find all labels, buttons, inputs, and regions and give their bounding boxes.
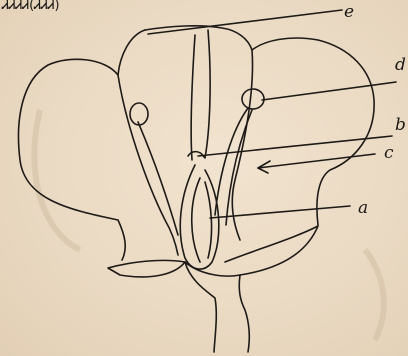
pedicel	[185, 262, 216, 352]
label-d: d	[395, 55, 406, 75]
inner-left-petal	[118, 75, 178, 255]
leader-b	[198, 136, 392, 156]
label-b: b	[395, 115, 406, 135]
stamen-filament-left	[138, 122, 178, 235]
leader-d	[262, 82, 396, 100]
stamen-filament-right-2	[226, 110, 252, 225]
inner-right-petal	[232, 50, 252, 240]
label-e: e	[344, 2, 354, 22]
style-line-left	[191, 35, 195, 160]
page-bleed-through	[34, 110, 383, 340]
leader-e	[148, 10, 342, 34]
right-petal-outline	[252, 38, 374, 225]
leader-c	[258, 154, 375, 168]
header-fragment: ᏗᏗᏗᏗ(ᏗᏗᏗ)	[1, 0, 60, 13]
anther-left	[130, 103, 148, 125]
top-petal	[145, 26, 252, 50]
leader-a	[210, 206, 350, 218]
receptacle-base	[185, 262, 240, 276]
stamen-filament-right	[215, 108, 248, 215]
ovary-inner	[192, 178, 200, 262]
style-line-right	[205, 30, 210, 158]
label-a: a	[358, 198, 368, 218]
ovary-inner-2	[205, 182, 212, 258]
anther-right	[242, 89, 264, 109]
sepal-right	[225, 226, 318, 275]
label-c: c	[384, 143, 394, 163]
pedicel-right	[239, 275, 249, 352]
sepal-left	[108, 260, 185, 277]
left-petal-outline	[18, 30, 145, 260]
